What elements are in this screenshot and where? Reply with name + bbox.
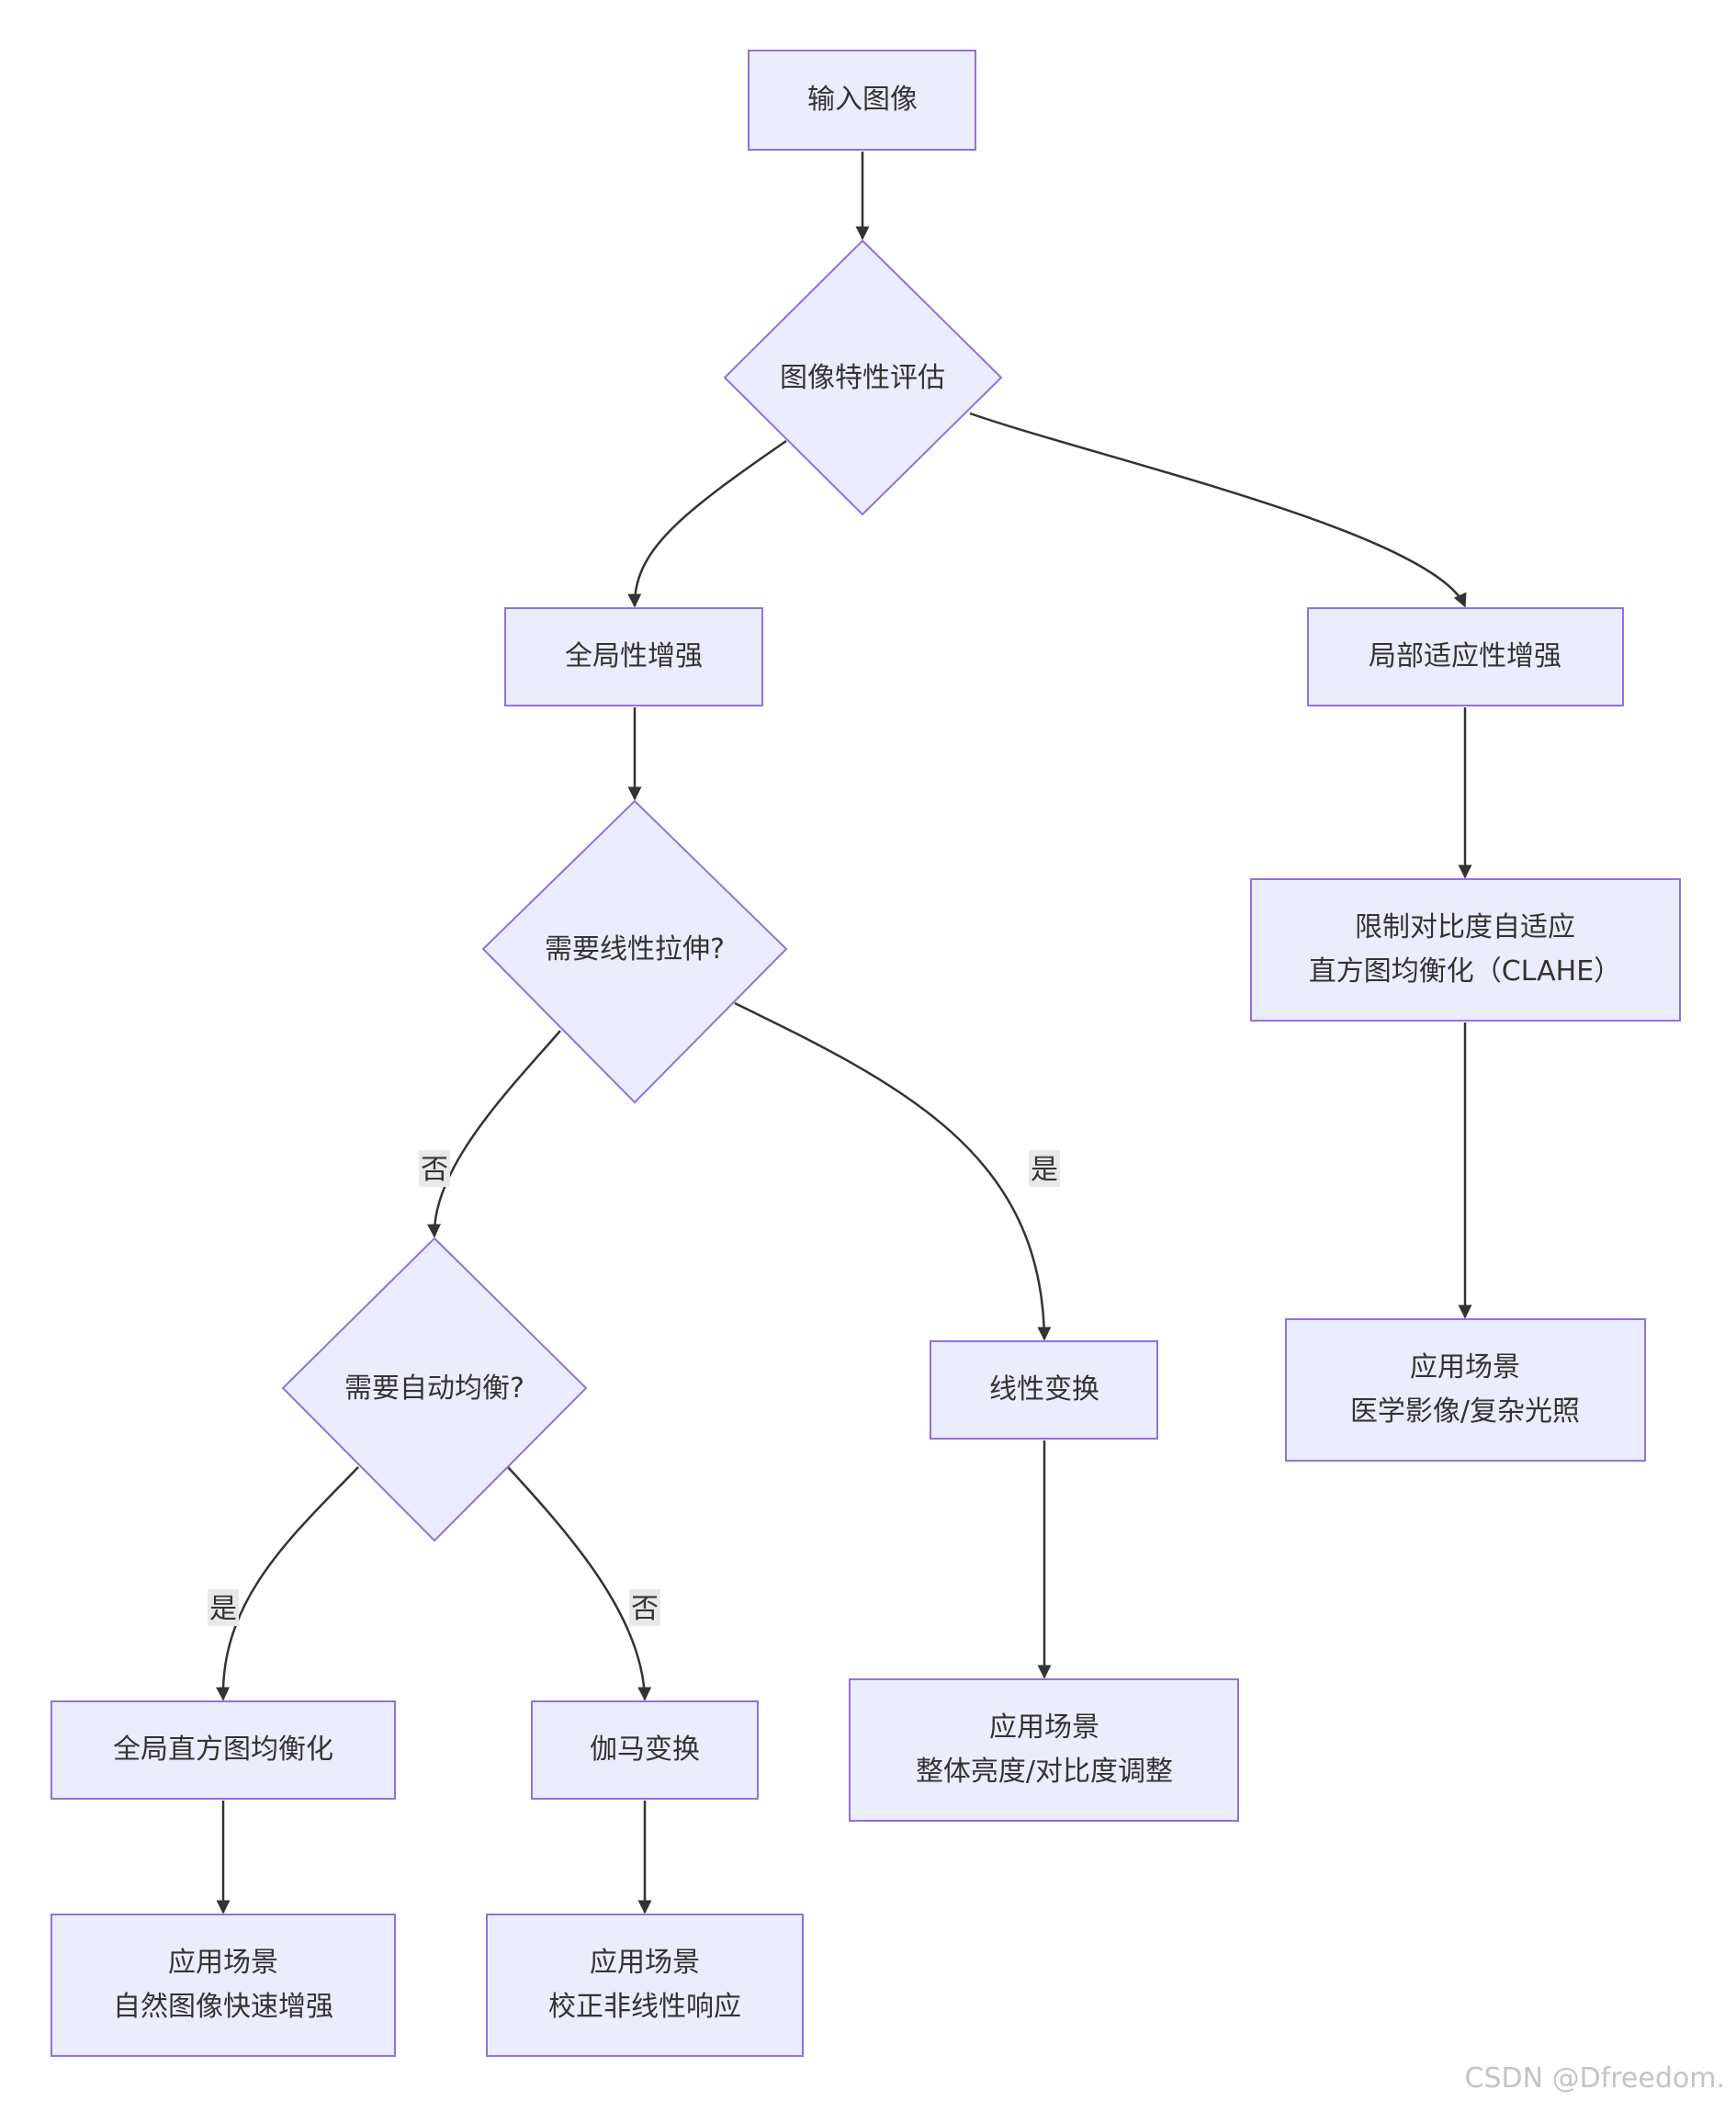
- svg-text:伽马变换: 伽马变换: [590, 1734, 700, 1766]
- svg-text:自然图像快速增强: 自然图像快速增强: [113, 1991, 333, 2023]
- svg-text:直方图均衡化（CLAHE）: 直方图均衡化（CLAHE）: [1309, 955, 1621, 988]
- svg-text:否: 否: [631, 1593, 659, 1625]
- node-he-app: 应用场景 自然图像快速增强: [51, 1914, 396, 2057]
- svg-text:应用场景: 应用场景: [989, 1711, 1099, 1744]
- node-gamma: 伽马变换: [531, 1700, 759, 1800]
- node-global: 全局性增强: [504, 607, 763, 706]
- decision-evaluate: 图像特性评估: [723, 239, 1003, 516]
- node-clahe-app: 应用场景 医学影像/复杂光照: [1285, 1318, 1646, 1462]
- edge-needlinear-linear: [734, 1001, 1052, 1341]
- svg-text:输入图像: 输入图像: [807, 84, 918, 116]
- svg-text:应用场景: 应用场景: [1410, 1351, 1520, 1384]
- node-gamma-app: 应用场景 校正非线性响应: [486, 1914, 804, 2057]
- edge-evaluate-global: [627, 439, 787, 608]
- decision-need-auto: 需要自动均衡?: [281, 1237, 588, 1542]
- edges: [216, 152, 1472, 1914]
- node-clahe: 限制对比度自适应 直方图均衡化（CLAHE）: [1250, 878, 1681, 1022]
- node-input: 输入图像: [748, 50, 976, 151]
- svg-text:全局性增强: 全局性增强: [565, 640, 703, 672]
- node-linear: 线性变换: [930, 1340, 1158, 1440]
- edge-label-auto-yes: 是: [208, 1589, 239, 1626]
- svg-text:局部适应性增强: 局部适应性增强: [1369, 640, 1561, 672]
- edge-label-linear-yes: 是: [1029, 1150, 1060, 1187]
- svg-text:应用场景: 应用场景: [590, 1947, 700, 1979]
- svg-text:医学影像/复杂光照: 医学影像/复杂光照: [1350, 1395, 1580, 1428]
- edge-label-auto-no: 否: [629, 1589, 660, 1626]
- svg-text:校正非线性响应: 校正非线性响应: [548, 1991, 741, 2023]
- svg-text:是: 是: [209, 1593, 237, 1625]
- decision-need-linear: 需要线性拉伸?: [481, 799, 788, 1104]
- edge-needauto-globalhe: [216, 1466, 359, 1701]
- svg-text:需要线性拉伸?: 需要线性拉伸?: [545, 933, 725, 966]
- node-local: 局部适应性增强: [1307, 607, 1624, 706]
- svg-text:整体亮度/对比度调整: 整体亮度/对比度调整: [916, 1756, 1173, 1788]
- watermark: CSDN @Dfreedom.: [1465, 2062, 1725, 2095]
- node-global-he: 全局直方图均衡化: [51, 1700, 396, 1800]
- svg-text:图像特性评估: 图像特性评估: [780, 362, 945, 394]
- edge-needauto-gamma: [507, 1466, 652, 1701]
- edge-needlinear-needauto: [426, 1030, 561, 1238]
- svg-text:是: 是: [1031, 1154, 1058, 1186]
- edge-label-linear-no: 否: [419, 1150, 450, 1187]
- svg-text:需要自动均衡?: 需要自动均衡?: [344, 1372, 524, 1405]
- svg-text:限制对比度自适应: 限制对比度自适应: [1355, 911, 1575, 943]
- svg-text:应用场景: 应用场景: [168, 1947, 278, 1979]
- node-linear-app: 应用场景 整体亮度/对比度调整: [849, 1678, 1239, 1822]
- svg-text:全局直方图均衡化: 全局直方图均衡化: [113, 1734, 333, 1766]
- svg-text:线性变换: 线性变换: [989, 1373, 1099, 1406]
- svg-text:否: 否: [421, 1154, 448, 1186]
- edge-evaluate-local: [969, 412, 1467, 608]
